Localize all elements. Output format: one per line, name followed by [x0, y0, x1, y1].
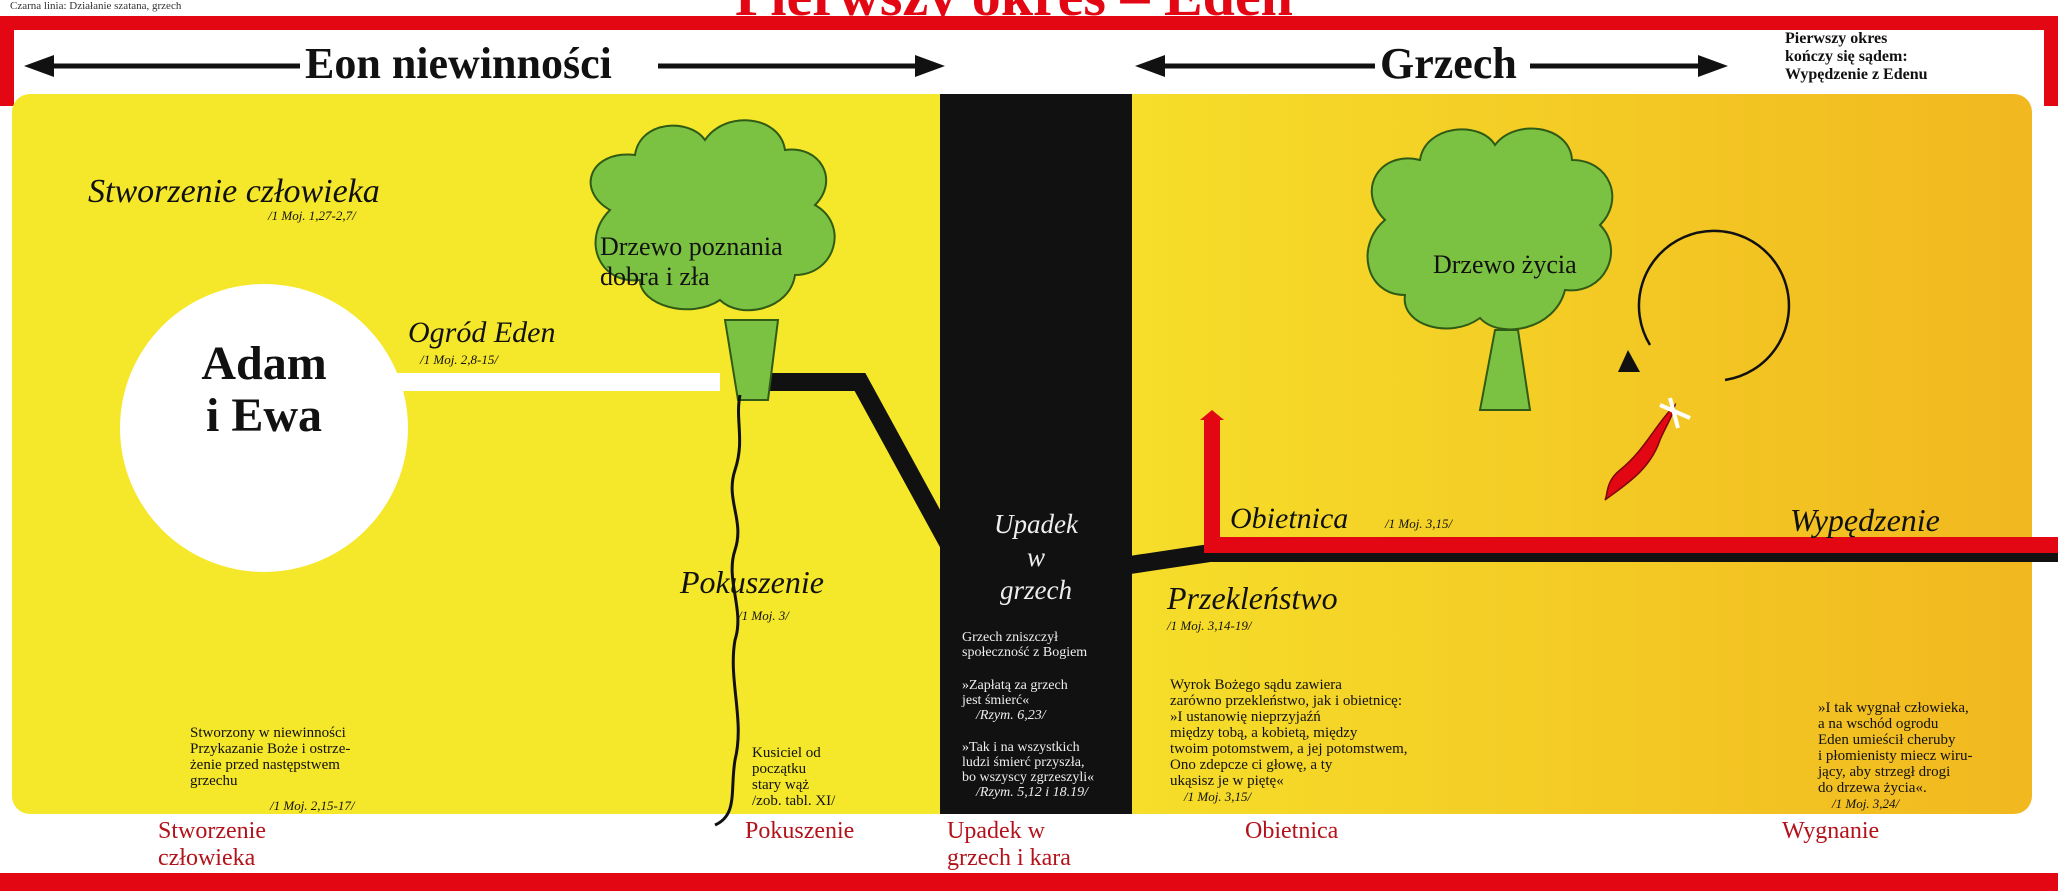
- temptation-ref: /1 Moj. 3/: [738, 608, 789, 623]
- expulsion-line: i płomienisty miecz wiru-: [1818, 748, 1973, 764]
- note-line: Kusiciel od: [752, 745, 821, 761]
- tree-label-line: dobra i zła: [600, 262, 710, 291]
- adam-eve-label: Adam i Ewa: [120, 338, 408, 442]
- bottom-label-fall: Upadek w grzech i kara: [947, 818, 1071, 872]
- circle-line: i Ewa: [205, 389, 322, 442]
- quote-line: jest śmierć«: [962, 693, 1030, 708]
- note-line: żenie przed następstwem: [190, 757, 340, 773]
- quote-ref: /Rzym. 5,12 i 18.19/: [976, 785, 1088, 800]
- judgment-line: Wyrok Bożego sądu zawiera: [1170, 677, 1342, 693]
- bottom-label-expulsion: Wygnanie: [1782, 818, 1880, 844]
- fall-text-line: Grzech zniszczył: [962, 630, 1058, 645]
- fall-text: Grzech zniszczył społeczność z Bogiem: [962, 630, 1087, 660]
- adam-eve-circle: [120, 284, 408, 572]
- expulsion-line: jący, aby strzegł drogi: [1818, 764, 1951, 780]
- fall-text-line: społeczność z Bogiem: [962, 645, 1088, 660]
- bottom-label-line: grzech i kara: [947, 845, 1071, 871]
- creation-title: Stworzenie człowieka: [88, 173, 380, 210]
- quote-ref: /Rzym. 6,23/: [976, 708, 1046, 723]
- fall-title: Upadek w grzech: [940, 508, 1132, 607]
- eon-innocence-label: Eon niewinności: [305, 39, 612, 88]
- fall-title-line: grzech: [1000, 575, 1072, 605]
- quote-line: bo wszyscy zgrzeszyli«: [962, 770, 1095, 785]
- serpent-note: Kusiciel od początku stary wąż /zob. tab…: [752, 745, 835, 809]
- garden-path: [395, 373, 720, 391]
- bottom-label-line: Stworzenie: [158, 818, 266, 844]
- note-line: /zob. tabl. XI/: [752, 793, 836, 809]
- quote-line: »Zapłatą za grzech: [962, 678, 1068, 693]
- promise-line: [1204, 420, 2058, 553]
- promise-line-tip: [1200, 410, 1224, 420]
- expulsion-line: a na wschód ogrodu: [1818, 716, 1939, 732]
- judgment-ref: /1 Moj. 3,15/: [1184, 789, 1252, 804]
- flaming-sword: [1604, 229, 1791, 501]
- bottom-label-promise: Obietnica: [1245, 818, 1339, 844]
- promise-title: Obietnica: [1230, 502, 1349, 535]
- note-line: Przykazanie Boże i ostrze-: [190, 741, 351, 757]
- judgment-line: zarówno przekleństwo, jak i obietnicę:: [1170, 693, 1403, 709]
- period-end-note: Pierwszy okres kończy się sądem: Wypędze…: [1785, 30, 1928, 84]
- bottom-label-temptation: Pokuszenie: [745, 818, 855, 844]
- tree-of-life: [1366, 127, 1614, 411]
- judgment-text: Wyrok Bożego sądu zawiera zarówno przekl…: [1170, 677, 1407, 805]
- judgment-line: między tobą, a kobietą, między: [1170, 725, 1358, 741]
- bottom-label-line: człowieka: [158, 845, 256, 871]
- curse-title: Przekleństwo: [1167, 580, 1338, 616]
- expulsion-ref: /1 Moj. 3,24/: [1832, 796, 1900, 811]
- tree-of-life-label: Drzewo życia: [1433, 250, 1577, 279]
- note-line: kończy się sądem:: [1785, 48, 1908, 65]
- judgment-line: »I ustanowię nieprzyjaźń: [1170, 709, 1321, 725]
- tree-of-knowledge: [589, 119, 836, 401]
- serpent: [714, 394, 742, 827]
- red-frame-left: [0, 16, 14, 106]
- tree-label-line: Drzewo poznania: [600, 232, 783, 261]
- note-line: Stworzony w niewinności: [190, 725, 346, 741]
- tree-of-knowledge-label: Drzewo poznania dobra i zła: [600, 232, 783, 292]
- expulsion-line: Eden umieścił cheruby: [1818, 732, 1956, 748]
- judgment-line: Ono zdepcze ci głowę, a ty: [1170, 757, 1333, 773]
- innocence-note: Stworzony w niewinności Przykazanie Boże…: [190, 725, 350, 789]
- judgment-line: twoim potomstwem, a jej potomstwem,: [1170, 741, 1408, 757]
- sin-label: Grzech: [1380, 39, 1517, 88]
- red-frame-bottom: [0, 873, 2058, 891]
- creation-ref: /1 Moj. 1,27-2,7/: [268, 208, 356, 223]
- expulsion-line: do drzewa życia«.: [1818, 780, 1927, 796]
- red-frame-right: [2044, 16, 2058, 106]
- note-line: Wypędzenie z Edenu: [1785, 66, 1928, 83]
- quote-line: »Tak i na wszystkich: [962, 740, 1080, 755]
- fall-title-line: w: [1026, 542, 1045, 572]
- eon-arrow-left: [24, 55, 945, 77]
- fall-quote-2: »Tak i na wszystkich ludzi śmierć przysz…: [962, 740, 1094, 800]
- note-line: stary wąż: [752, 777, 810, 793]
- note-line: Pierwszy okres: [1785, 30, 1888, 47]
- judgment-line: ukąsisz je w piętę«: [1170, 773, 1284, 789]
- quote-line: ludzi śmierć przyszła,: [962, 755, 1085, 770]
- sin-arrow: [1135, 55, 1728, 77]
- bottom-label-line: Upadek w: [947, 818, 1045, 844]
- promise-ref: /1 Moj. 3,15/: [1385, 516, 1453, 531]
- bottom-label-creation: Stworzenie człowieka: [158, 818, 266, 872]
- red-frame-top: [0, 16, 2058, 30]
- fall-quote-1: »Zapłatą za grzech jest śmierć« /Rzym. 6…: [962, 678, 1068, 723]
- curse-ref: /1 Moj. 3,14-19/: [1167, 618, 1252, 633]
- temptation-title: Pokuszenie: [680, 564, 824, 600]
- legend-note: Czarna linia: Działanie szatana, grzech: [10, 0, 182, 12]
- garden-title: Ogród Eden: [408, 316, 556, 349]
- note-line: początku: [752, 761, 807, 777]
- innocence-note-ref: /1 Moj. 2,15-17/: [270, 798, 355, 813]
- fall-title-line: Upadek: [994, 509, 1078, 539]
- top-arrows: [24, 55, 1728, 77]
- expulsion-text: »I tak wygnał człowieka, a na wschód ogr…: [1818, 700, 1973, 812]
- expulsion-line: »I tak wygnał człowieka,: [1818, 700, 1969, 716]
- expulsion-title: Wypędzenie: [1790, 502, 1940, 538]
- garden-ref: /1 Moj. 2,8-15/: [420, 352, 498, 367]
- note-line: grzechu: [190, 773, 238, 789]
- circle-line: Adam: [201, 337, 327, 390]
- fall-band: [940, 94, 1132, 814]
